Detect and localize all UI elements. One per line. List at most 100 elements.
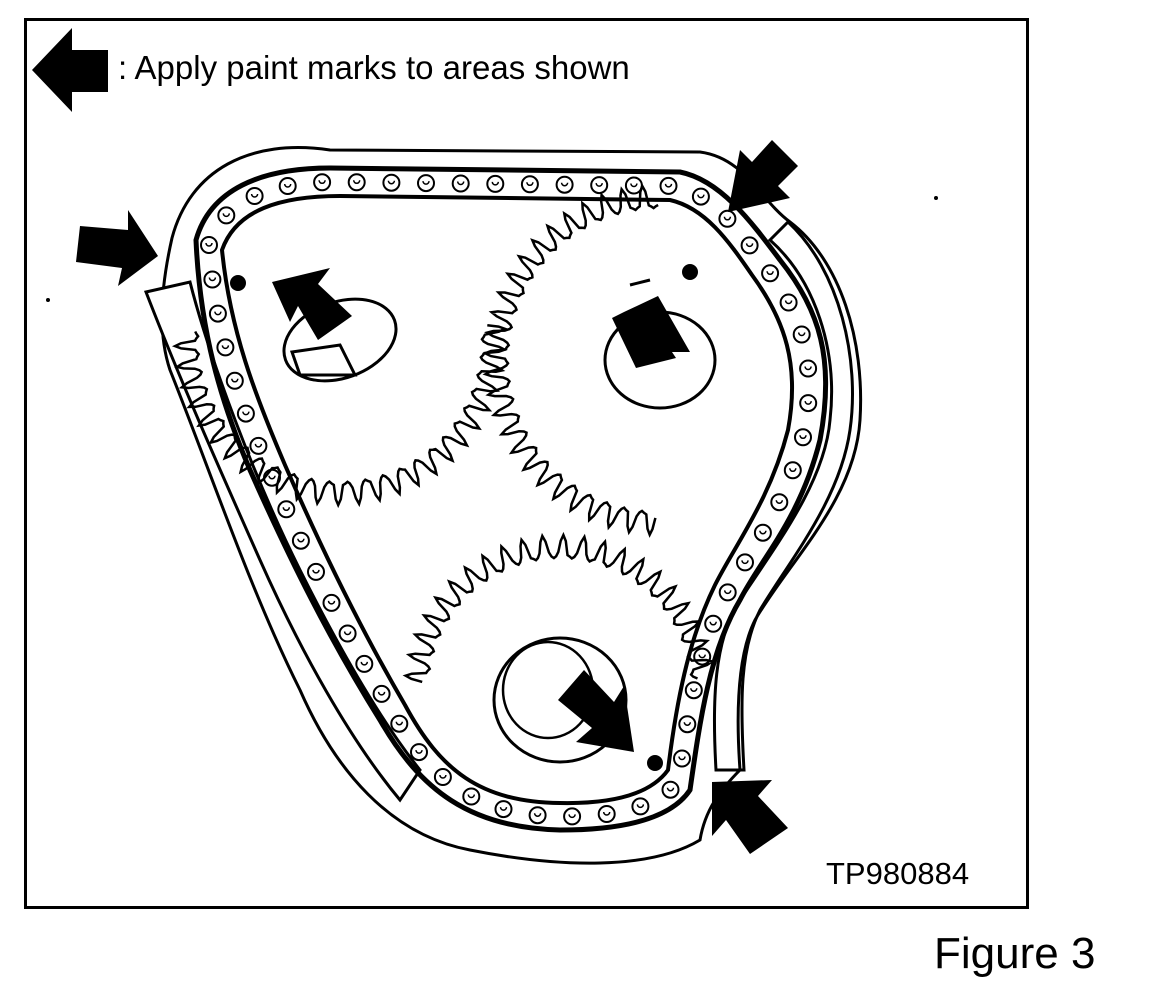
chain-link-pin (697, 194, 705, 199)
chain-link-pin (214, 311, 222, 316)
speck (46, 298, 50, 302)
chain-link (770, 493, 789, 512)
chain-link-pin (268, 475, 276, 480)
chain-link (322, 593, 341, 612)
chain-link (217, 206, 236, 225)
left-camshaft-sprocket (171, 275, 508, 509)
chain-link (278, 177, 297, 195)
chain-link-pin (678, 756, 686, 761)
right-camshaft-sprocket (481, 182, 717, 538)
paint-mark-arrows (76, 140, 798, 854)
chain-link (291, 531, 310, 550)
chain-link (347, 173, 366, 192)
chain-link-pin (709, 621, 717, 626)
chain-link-pin (568, 814, 576, 819)
chain-link-pin (804, 366, 812, 371)
chain-link-pin (282, 507, 291, 511)
chain-link-pin (439, 774, 447, 779)
chain-link-pin (254, 443, 263, 448)
chain-link (661, 780, 680, 799)
chain-link (307, 562, 325, 581)
chain-link (704, 614, 723, 633)
chain-link-pin (741, 560, 749, 565)
chain-link (494, 800, 513, 819)
chain-link (691, 187, 710, 206)
chain-link (740, 236, 759, 255)
arrow-icon-top-right (728, 140, 798, 212)
chain-link (277, 500, 296, 519)
chain-link-pin (723, 590, 732, 595)
chain-link-pin (799, 435, 807, 439)
chain-link-pin (360, 661, 369, 666)
chain-link (249, 436, 268, 455)
chain-link-pin (297, 538, 305, 543)
timing-chain (193, 165, 829, 833)
chain-link (382, 173, 401, 192)
chain-link (779, 293, 798, 312)
chain-link (338, 624, 357, 643)
chain-link-pin (723, 216, 732, 221)
chain-link-pin (208, 277, 217, 282)
chain-link-pin (533, 813, 542, 817)
diagram-code: TP980884 (826, 856, 970, 891)
chain-link-pin (327, 600, 336, 605)
chain-link (597, 805, 616, 823)
chain-link-pin (630, 183, 638, 188)
chain-link (753, 523, 772, 542)
chain-link (208, 304, 227, 323)
chain-link-pin (766, 271, 774, 275)
chain-link (313, 173, 332, 192)
chain-link (718, 209, 737, 228)
chain-link (528, 806, 547, 825)
arrow-icon-left (76, 210, 158, 286)
chain-link-pin (759, 530, 767, 535)
chain-link (563, 807, 582, 826)
chain-link-pin (283, 183, 292, 188)
arrow-icon-cam-left (272, 268, 352, 340)
chain-link (799, 394, 818, 413)
chain-link-pin (377, 691, 386, 696)
chain-link (678, 715, 697, 734)
chain-link (794, 428, 812, 447)
chain-link (736, 553, 754, 572)
speck (934, 196, 938, 200)
legend-arrow-icon (32, 28, 108, 112)
chain-link (673, 749, 691, 768)
chain-link-pin (343, 631, 352, 636)
chain-link-pin (602, 811, 611, 816)
chain-link-pin (595, 182, 603, 187)
chain-link (761, 264, 780, 283)
chain-link-pin (784, 300, 793, 305)
chain-link (355, 654, 374, 673)
chain-link-pin (318, 180, 326, 184)
chain-link (390, 714, 409, 733)
crankshaft-sprocket (402, 531, 716, 771)
chain-link (200, 236, 218, 254)
legend-text: : Apply paint marks to areas shown (118, 49, 630, 86)
chain-link-pin (804, 400, 812, 405)
chain-link-pin (789, 468, 797, 472)
timing-mark-dot-crank (647, 755, 663, 771)
chain-link-pin (499, 806, 508, 811)
figure-label: Figure 3 (934, 929, 1096, 978)
chain-link-pin (221, 345, 230, 350)
chain-link (417, 174, 435, 193)
timing-mark-dot-right (682, 264, 698, 280)
chain-link (792, 325, 811, 344)
chain-link (410, 743, 428, 762)
chain-link (799, 359, 818, 378)
chain-link (555, 175, 574, 194)
chain-link (451, 174, 470, 193)
chain-link-pin (560, 182, 569, 187)
chain-link (486, 174, 505, 193)
chain-link-pin (242, 411, 250, 416)
chain-link (659, 176, 678, 195)
chain-link (462, 787, 481, 806)
arrow-icon-bottom-right (712, 780, 788, 854)
chain-link (216, 338, 235, 357)
chain-link (783, 461, 802, 480)
chain-link-pin (775, 500, 784, 504)
chain-link-pin (312, 569, 320, 574)
chain-link-pin (422, 180, 430, 185)
